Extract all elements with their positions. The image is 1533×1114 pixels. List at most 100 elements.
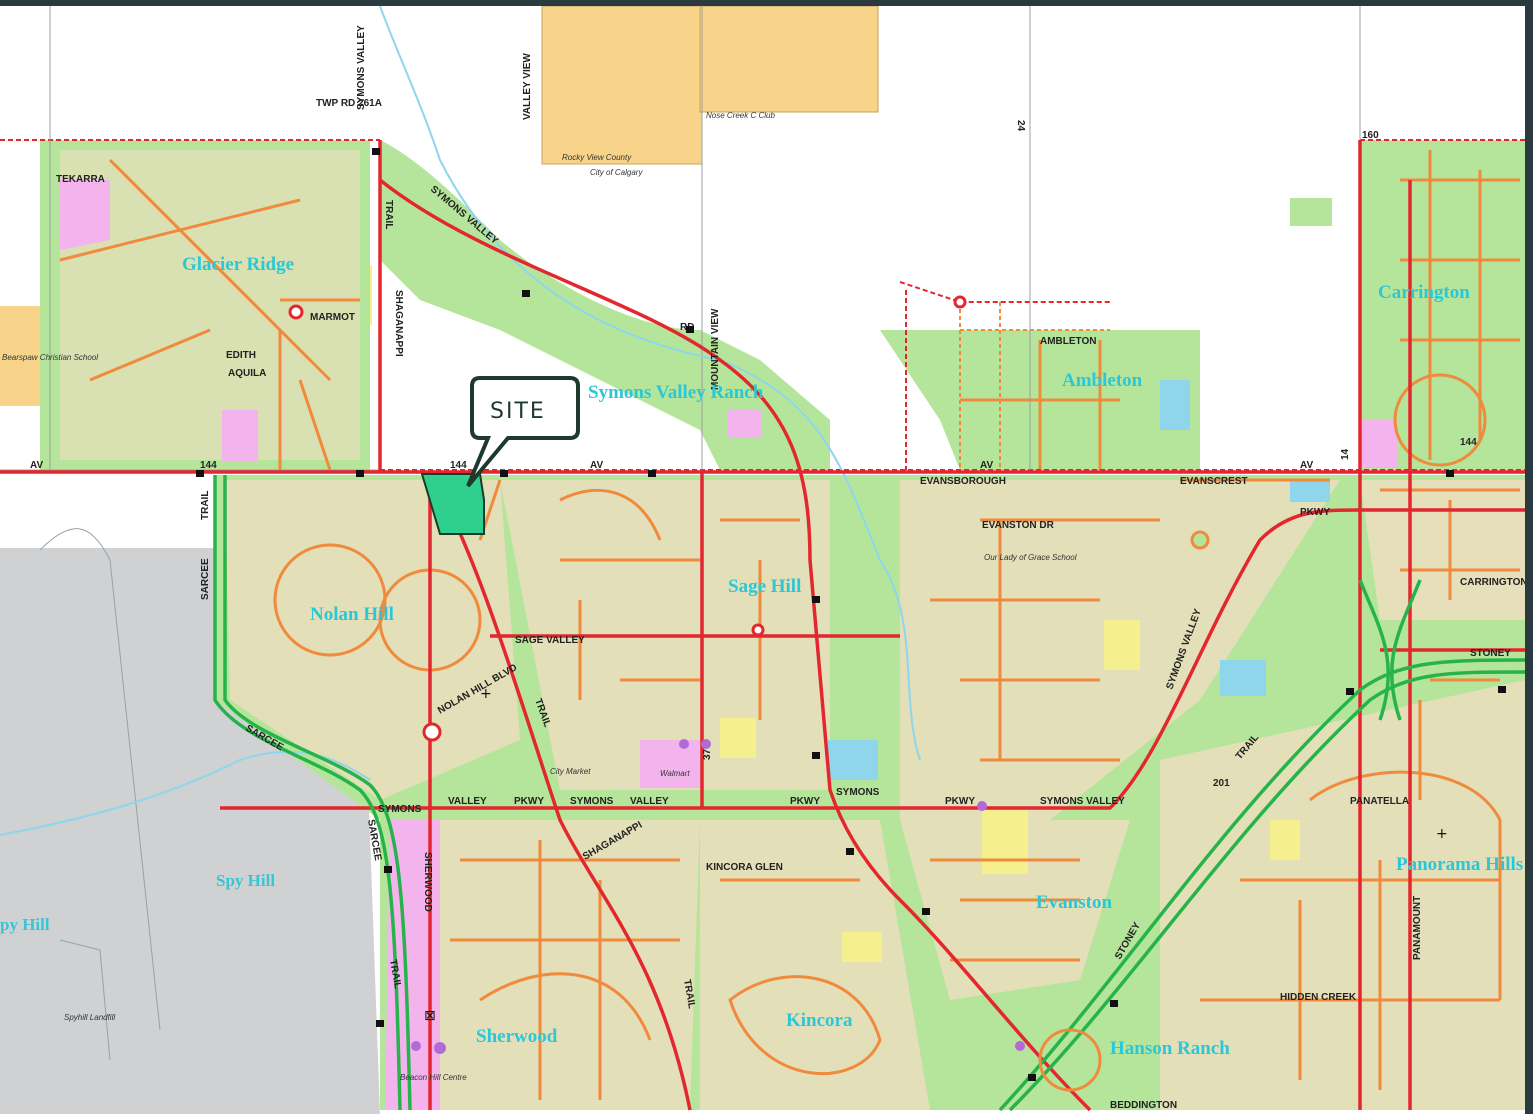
label-14: 14 — [1340, 448, 1351, 460]
residential-kincora — [700, 820, 930, 1110]
label-trail-north: TRAIL — [383, 200, 394, 229]
label-city-market: City Market — [550, 767, 591, 776]
label-stoney-east: STONEY — [1470, 648, 1511, 659]
label-evansborough: EVANSBOROUGH — [920, 476, 1006, 487]
label-city-of-calgary: City of Calgary — [590, 168, 643, 177]
park-east-field — [1290, 198, 1332, 226]
label-valley-s1: VALLEY — [448, 796, 487, 807]
interchange-stoney — [1038, 1028, 1102, 1092]
label-panatella: PANATELLA — [1350, 796, 1409, 807]
label-mountain-view: MOUNTAIN VIEW — [710, 308, 721, 390]
community-hanson-ranch: Hanson Ranch — [1110, 1038, 1230, 1059]
label-edith: EDITH — [226, 350, 256, 361]
label-panamount: PANAMOUNT — [1412, 896, 1423, 960]
label-av-4: AV — [1300, 460, 1313, 471]
residential-carrington — [1360, 480, 1525, 620]
community-evanston: Evanston — [1036, 892, 1112, 913]
label-trail-south: TRAIL — [387, 959, 403, 990]
commercial-symons — [728, 410, 762, 438]
community-nolan-hill: Nolan Hill — [310, 604, 394, 625]
community-py-hill: py Hill — [0, 915, 50, 934]
community-kincora: Kincora — [786, 1010, 853, 1031]
school-symbols: + + ⊠ — [424, 686, 1448, 1024]
spy-hill-reserve-area — [0, 548, 380, 1114]
transit-markers — [196, 148, 1506, 1081]
label-symons-valley-rd: SYMONS VALLEY — [356, 25, 367, 110]
community-symons-valley-ranch: Symons Valley Ranch — [588, 382, 764, 403]
site-callout-label: SITE — [490, 399, 546, 424]
label-hidden-creek: HIDDEN CREEK — [1280, 992, 1357, 1003]
label-spyhill-landfill: Spyhill Landfill — [64, 1013, 115, 1022]
label-shaganappi: SHAGANAPPI — [393, 290, 404, 357]
commercial-tekarra — [60, 180, 110, 250]
local-streets — [59, 150, 1520, 1100]
label-kincora-glen: KINCORA GLEN — [706, 862, 783, 873]
school-kincora — [842, 932, 882, 962]
commercial-glacier — [222, 410, 258, 462]
roundabout-sage — [751, 623, 765, 637]
survey-lines — [0, 0, 1361, 1061]
institution-labels: Bearspaw Christian School Our Lady of Gr… — [2, 153, 1077, 1082]
west-vacant-area — [0, 475, 215, 548]
label-valley-view: VALLEY VIEW — [522, 53, 533, 120]
label-av-3: AV — [980, 460, 993, 471]
roundabout-evanston — [1190, 530, 1210, 550]
roundabout-ambleton — [953, 295, 967, 309]
community-labels: Glacier Ridge Nolan Hill Sage Hill Symon… — [0, 111, 1523, 1059]
community-sage-hill: Sage Hill — [728, 576, 801, 597]
label-walmart: Walmart — [660, 769, 690, 778]
water-carrington-pond — [1290, 480, 1330, 502]
label-144-west: 144 — [200, 460, 217, 471]
svg-text:+: + — [1436, 826, 1448, 842]
residential-nolan-hill — [225, 480, 520, 800]
label-carrington: CARRINGTON — [1460, 577, 1528, 588]
west-creek-stream — [0, 750, 371, 836]
label-144-east: 144 — [1460, 437, 1477, 448]
label-symons-valley-ev: SYMONS VALLEY — [1040, 796, 1125, 807]
label-valley-s2: VALLEY — [630, 796, 669, 807]
residential-sherwood — [440, 820, 700, 1110]
label-tekarra: TEKARRA — [56, 174, 105, 185]
label-37: 37 — [702, 748, 713, 760]
label-beddington: BEDDINGTON — [1110, 1100, 1177, 1111]
residential-panorama — [1160, 680, 1525, 1110]
label-marmot: MARMOT — [310, 312, 355, 323]
commercial-sage-hill — [640, 740, 700, 788]
label-pkwy-s3: PKWY — [945, 796, 975, 807]
county-parcel-north — [541, 5, 703, 165]
community-glacier-ridge: Glacier Ridge — [182, 254, 294, 275]
future-local-roads — [959, 302, 1110, 470]
water-evanston-pond — [828, 740, 878, 780]
label-ambleton-rd: AMBLETON — [1040, 336, 1096, 347]
label-twp-rd: TWP RD 261A — [316, 98, 382, 109]
label-pkwy-s1: PKWY — [514, 796, 544, 807]
label-24: 24 — [1015, 120, 1026, 132]
label-rocky-view: Rocky View County — [562, 153, 632, 162]
label-av-2: AV — [590, 460, 603, 471]
roundabout-marmot — [288, 304, 304, 320]
school-evansdale — [1104, 620, 1140, 670]
label-symons-s2: SYMONS — [570, 796, 614, 807]
community-panorama-hills: Panorama Hills — [1396, 854, 1523, 875]
site-callout: SITE — [466, 376, 580, 488]
label-201: 201 — [1213, 778, 1230, 789]
label-symons-south: SYMONS — [378, 804, 422, 815]
label-beacon-hill: Beacon Hill Centre — [400, 1073, 467, 1082]
label-pkwy-s2: PKWY — [790, 796, 820, 807]
county-parcel-ne — [699, 5, 879, 113]
residential-evanston-south — [900, 820, 1130, 1000]
label-evanscrest: EVANSCREST — [1180, 476, 1248, 487]
roundabout-nolan — [422, 722, 442, 742]
school-evanston — [982, 810, 1028, 874]
school-panorama — [1270, 820, 1300, 860]
top-frame-border — [0, 0, 1533, 6]
label-sarcee-west: SARCEE — [200, 558, 211, 600]
water-panorama-pond — [1220, 660, 1266, 696]
park-carrington — [1360, 140, 1525, 470]
label-144-mid: 144 — [450, 460, 467, 471]
community-ambleton: Ambleton — [1062, 370, 1143, 391]
commercial-carrington — [1362, 420, 1398, 468]
label-sherwood: SHERWOOD — [422, 852, 433, 912]
label-pkwy-carr: PKWY — [1300, 507, 1330, 518]
